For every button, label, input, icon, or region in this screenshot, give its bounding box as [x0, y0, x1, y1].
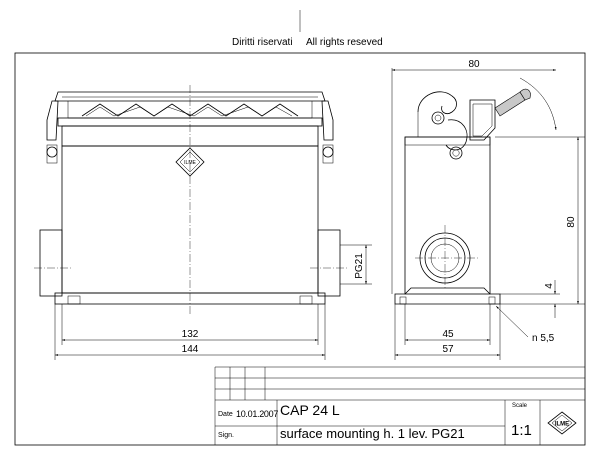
scale-label: Scale — [512, 403, 528, 409]
side-base — [394, 287, 501, 305]
dim-base-4: 4 — [544, 283, 555, 289]
dim-57: 57 — [442, 344, 454, 355]
lever-arc — [519, 77, 557, 131]
side-body — [404, 136, 491, 295]
side-lever — [417, 88, 531, 160]
rights-notice-en: All rights reseved — [306, 37, 383, 48]
front-view: ILME PG21 132 144 — [34, 85, 372, 360]
left-boss — [39, 229, 63, 297]
svg-text:ILME: ILME — [184, 160, 196, 166]
date-value: 10.01.2007 — [236, 409, 279, 419]
lever-right-arm — [321, 100, 334, 141]
hole-callout: n 5,5 — [532, 333, 555, 344]
sheet-border — [14, 52, 586, 446]
dim-144: 144 — [182, 344, 199, 355]
lever-left-arm — [46, 100, 59, 141]
drawing-description: surface mounting h. 1 lev. PG21 — [280, 426, 465, 441]
scale-value: 1:1 — [511, 422, 532, 439]
rights-notice-it: Diritti riservati — [232, 37, 293, 48]
sign-label: Sign. — [218, 432, 234, 439]
drawing-title: CAP 24 L — [280, 402, 340, 418]
dim-height-80: 80 — [566, 216, 577, 228]
date-label: Date — [218, 411, 233, 418]
dim-depth-80: 80 — [468, 59, 480, 70]
lever-top — [54, 91, 326, 102]
side-view: 80 80 4 45 57 n 5,5 — [391, 59, 585, 360]
title-block — [214, 366, 585, 445]
thread-dimension: PG21 — [354, 253, 365, 279]
dim-45: 45 — [442, 329, 454, 340]
dim-132: 132 — [182, 329, 199, 340]
right-boss — [317, 229, 341, 297]
